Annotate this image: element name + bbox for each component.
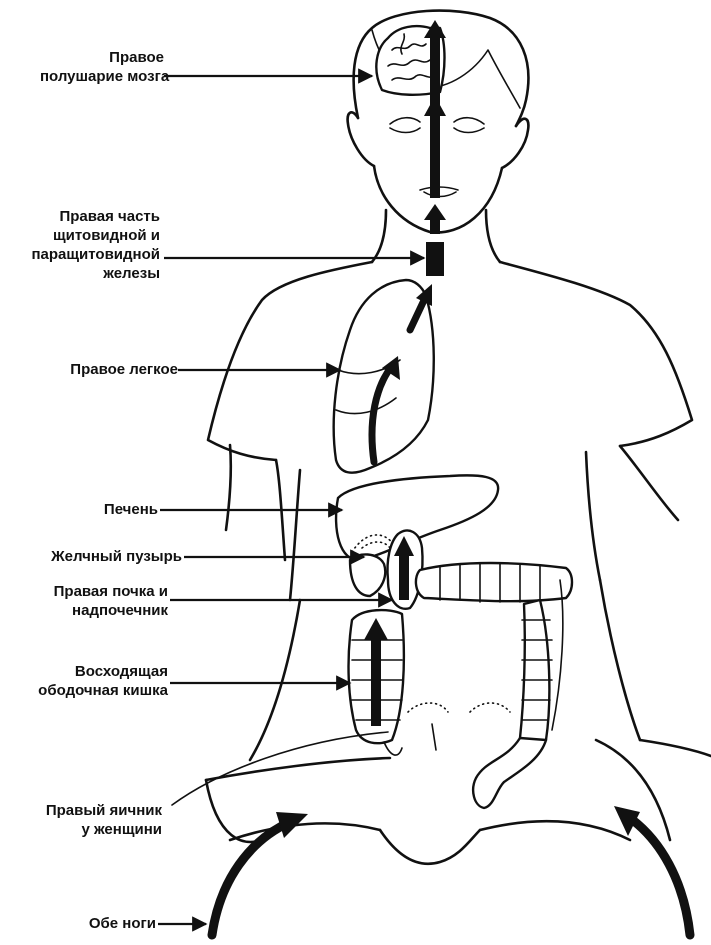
torso-outline xyxy=(206,262,711,864)
label-both-legs: Обе ноги xyxy=(40,914,156,933)
left-leg-arrow xyxy=(212,822,290,935)
gallbladder xyxy=(350,554,385,596)
label-right-ovary: Правый яичник у женщини xyxy=(20,801,162,839)
right-kidney xyxy=(387,530,422,608)
label-right-brain: Правое полушарие мозга xyxy=(40,48,164,86)
label-right-lung: Правое легкое xyxy=(40,360,178,379)
right-ovary xyxy=(408,703,448,712)
label-thyroid: Правая часть щитовидной и паращитовидной… xyxy=(20,207,160,283)
label-gallbladder: Желчный пузырь xyxy=(20,547,182,566)
thyroid-gland xyxy=(426,242,444,276)
label-liver: Печень xyxy=(40,500,158,519)
right-leg-arrow xyxy=(630,818,690,935)
label-right-kidney: Правая почка и надпочечник xyxy=(20,582,168,620)
label-ascending-colon: Восходящая ободочная кишка xyxy=(20,662,168,700)
